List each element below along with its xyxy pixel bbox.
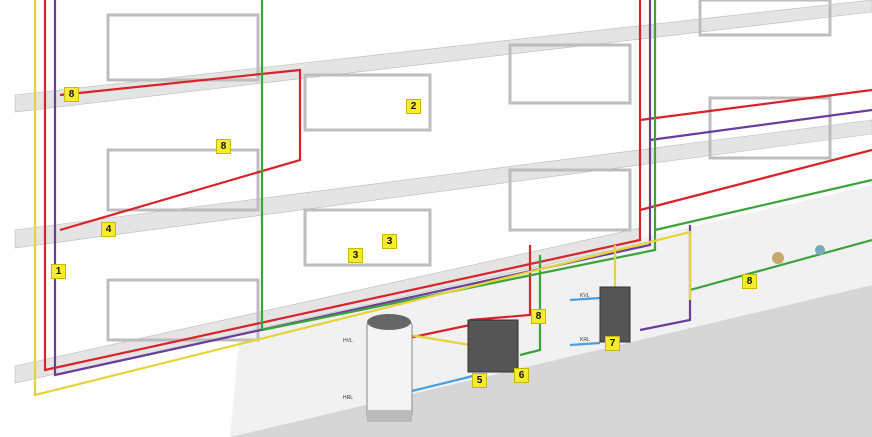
pipe-label-kvl: KVL xyxy=(580,293,590,299)
label-1: 1 xyxy=(51,264,66,279)
label-3: 3 xyxy=(348,248,363,263)
pipe-label-krl: KRL xyxy=(580,337,590,343)
label-6: 6 xyxy=(514,368,529,383)
pipe-purple xyxy=(53,0,652,377)
pipe-label-hrl: HRL xyxy=(343,395,354,401)
label-8: 8 xyxy=(64,87,79,102)
pipe-yellow xyxy=(33,0,692,397)
heat-exchanger xyxy=(599,286,631,343)
label-8: 8 xyxy=(531,309,546,324)
heat-generator xyxy=(467,319,519,373)
label-5: 5 xyxy=(472,373,487,388)
meter-station xyxy=(772,245,825,264)
label-8: 8 xyxy=(742,274,757,289)
label-8: 8 xyxy=(216,139,231,154)
label-2: 2 xyxy=(406,99,421,114)
pipe-label-hvl: HVL xyxy=(343,338,353,344)
slab-top xyxy=(14,0,872,113)
slab-middle xyxy=(14,119,872,249)
storage-tank xyxy=(366,314,413,422)
label-7: 7 xyxy=(605,336,620,351)
label-4: 4 xyxy=(101,222,116,237)
label-3: 3 xyxy=(382,234,397,249)
